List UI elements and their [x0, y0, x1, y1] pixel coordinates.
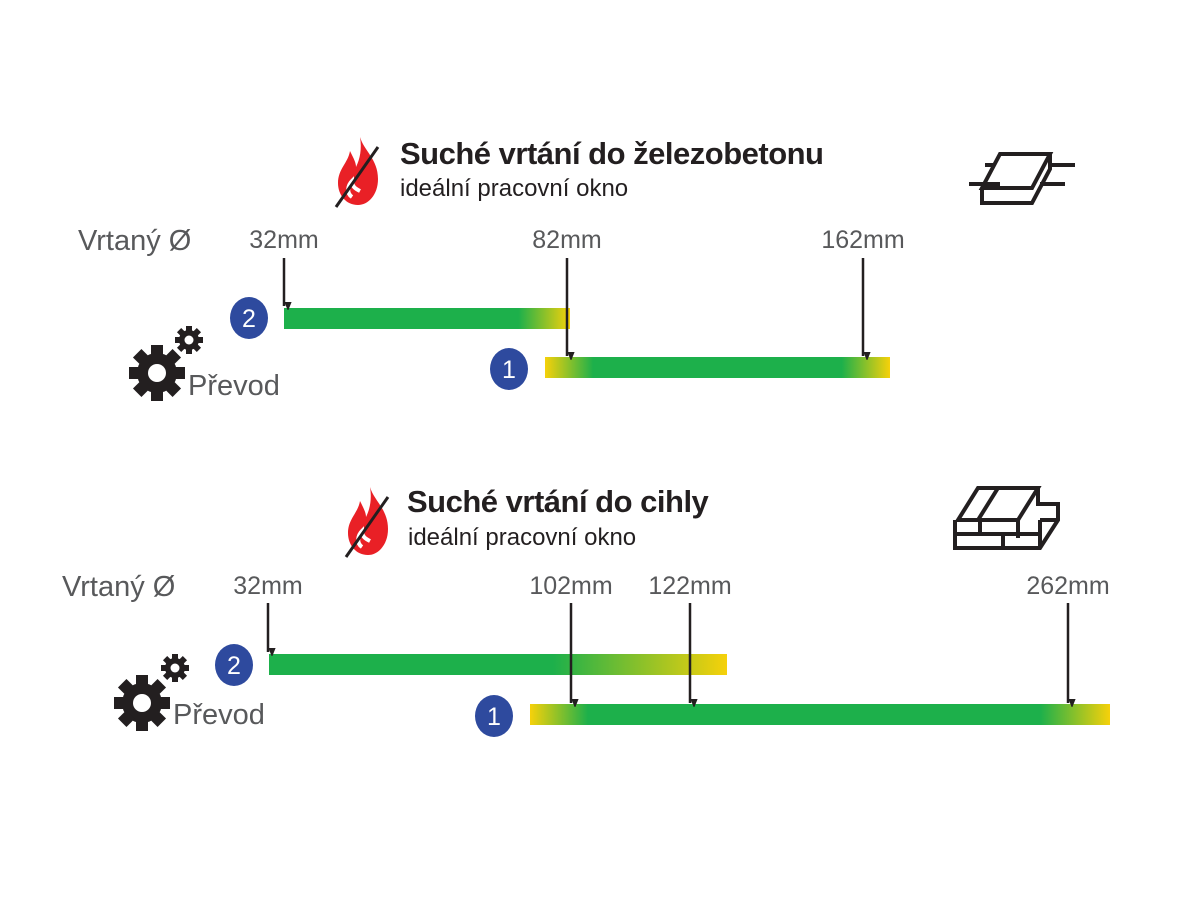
- reinforced-concrete-slab-icon: [969, 152, 1075, 205]
- gears-icon: [114, 675, 170, 731]
- gear-1-range-bar: [530, 704, 1110, 725]
- gear-1-badge: 1: [475, 695, 513, 737]
- gears-icon: [129, 345, 185, 401]
- svg-text:2: 2: [242, 305, 256, 333]
- gear-2-badge: 2: [215, 644, 253, 686]
- section-brick: Suché vrtání do cihly ideální pracovní o…: [62, 484, 1110, 737]
- diameter-label: Vrtaný Ø: [78, 225, 191, 257]
- small-gear-icon: [175, 326, 203, 354]
- gear-1-range-bar: [545, 357, 890, 378]
- gear-label: Převod: [173, 699, 265, 731]
- gear-2-badge: 2: [230, 297, 268, 339]
- bricks-icon: [953, 486, 1060, 550]
- no-water-flame-icon: [334, 135, 380, 209]
- gear-label: Převod: [188, 370, 280, 402]
- marker-label: 102mm: [529, 572, 612, 600]
- no-water-flame-icon: [344, 485, 390, 559]
- marker-label: 122mm: [648, 572, 731, 600]
- gear-2-range-bar: [269, 654, 727, 675]
- marker-label: 32mm: [233, 572, 302, 600]
- small-gear-icon: [161, 654, 189, 682]
- svg-text:1: 1: [502, 356, 516, 384]
- section-title: Suché vrtání do cihly: [407, 484, 710, 519]
- diameter-label: Vrtaný Ø: [62, 571, 175, 603]
- section-reinforced-concrete: Suché vrtání do železobetonu ideální pra…: [78, 135, 1075, 402]
- marker-label: 32mm: [249, 226, 318, 254]
- section-title: Suché vrtání do železobetonu: [400, 136, 824, 171]
- marker-label: 162mm: [821, 226, 904, 254]
- gear-1-badge: 1: [490, 348, 528, 390]
- section-subtitle: ideální pracovní okno: [408, 524, 636, 551]
- marker-label: 82mm: [532, 226, 601, 254]
- section-subtitle: ideální pracovní okno: [400, 175, 628, 202]
- marker-label: 262mm: [1026, 572, 1109, 600]
- svg-text:2: 2: [227, 652, 241, 680]
- gear-2-range-bar: [284, 308, 570, 329]
- svg-text:1: 1: [487, 703, 501, 731]
